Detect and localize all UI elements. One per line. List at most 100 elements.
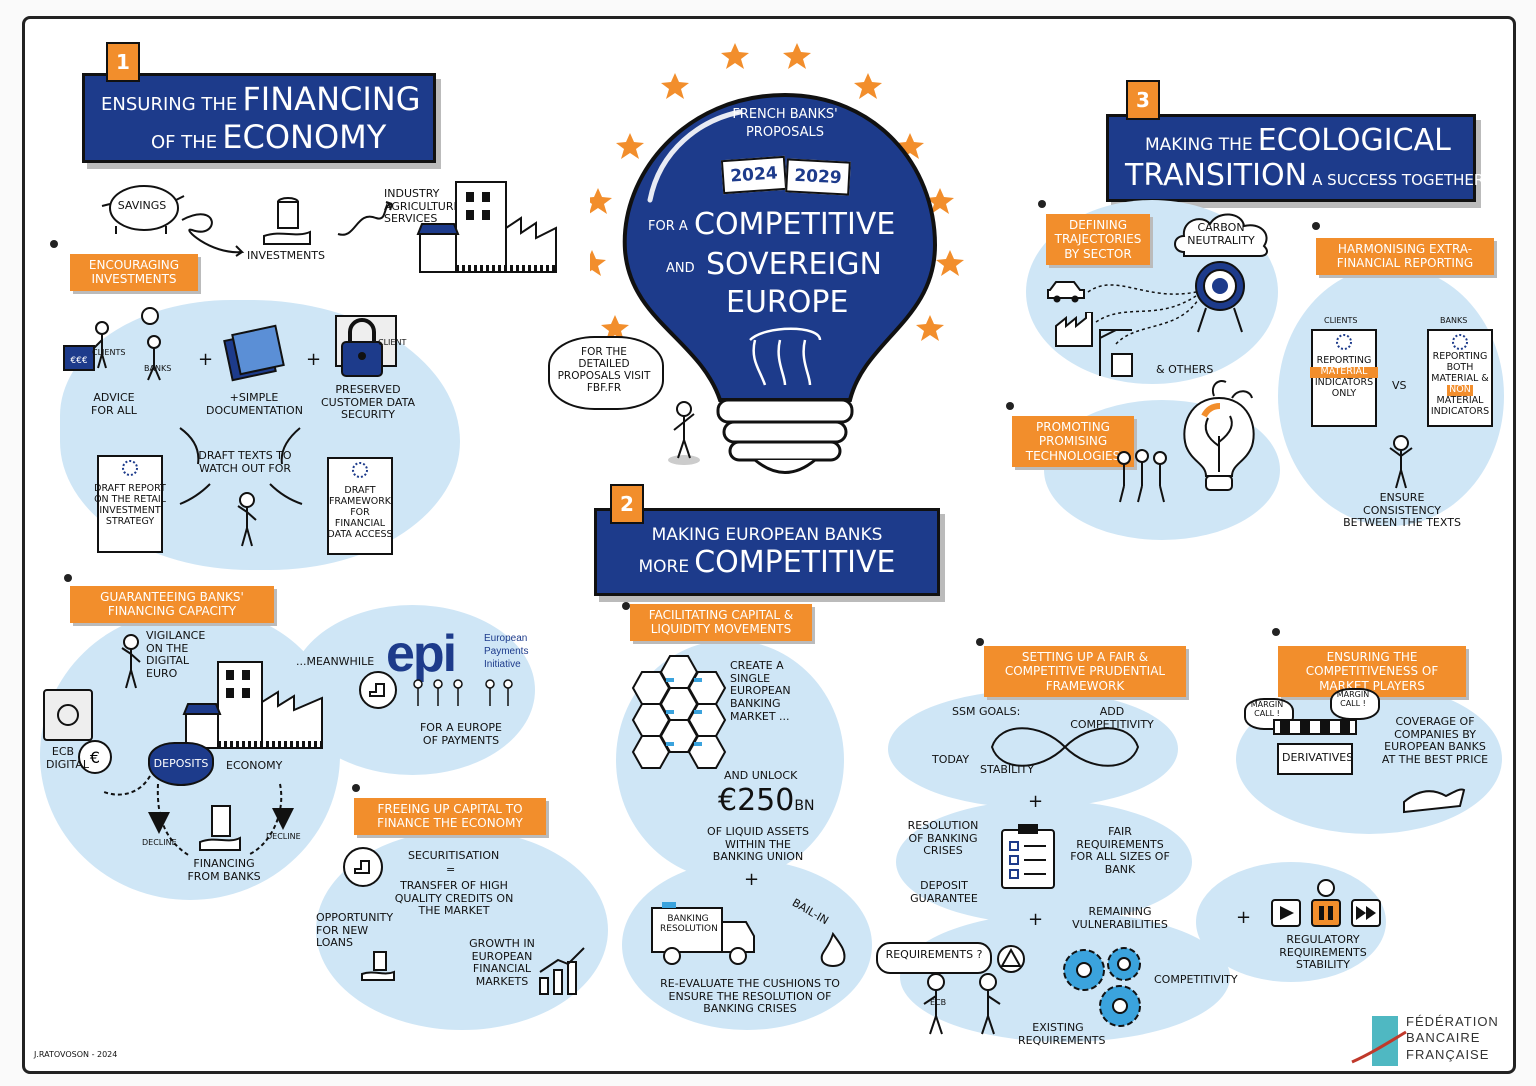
truck-label: Banking resolution [660,914,718,935]
vigilance: Vigilance on the digital euro [146,629,206,680]
left-doc-text: Reporting material indicators only [1310,355,1378,400]
ecb-label: ECB [930,998,947,1007]
financing-from-banks: Financing from banks [187,857,261,883]
calendar-2024: 2024 [720,155,788,195]
left-doc-hl: material [1310,366,1378,378]
coins-hand-icon [199,805,241,851]
s1-title-b: Financing [242,80,421,118]
section1-banner: Ensuring the Financing of the Economy [82,73,436,163]
decline-arrow-icon [148,812,170,834]
warning-icon [997,945,1025,973]
fair-requirements: Fair requirements for all sizes of bank [1070,825,1170,876]
tag-harmonising: Harmonising extra-financial reporting [1316,238,1494,275]
growth: Growth in European financial markets [469,937,535,988]
bulb-sovereign: Sovereign [706,247,882,282]
fbf-l2: Bancaire [1406,1030,1481,1046]
coverage: Coverage of companies by European banks … [1381,715,1489,766]
safe-icon [43,689,93,741]
tag-prudential: Setting up a fair & competitive prudenti… [984,646,1186,698]
requirements-q: Requirements ? [885,948,983,961]
margin-call-2: Margin call ! [1336,690,1370,709]
euro-sign: € [89,747,101,767]
existing-requirements: Existing requirements [1018,1021,1106,1047]
ecb-euro-coin: € [78,740,112,774]
eu-stars-ring [590,43,964,341]
hand-icon [1403,788,1466,814]
checklist-icon [1001,824,1055,889]
plus-p2: + [1028,909,1044,930]
remaining-vulnerabilities: Remaining vulnerabilities [1072,905,1168,931]
resolution-truck-icon [651,902,755,965]
section2-banner: Making European banks more Competitive [594,508,940,596]
piggy-bank-icon [101,185,185,234]
vs: VS [1392,379,1407,392]
draft-report: Draft report on the retail investment st… [94,483,166,527]
visit-note: For the detailed proposals visit fbf.fr [557,346,651,395]
plus-2: + [306,349,322,370]
people-discussion-icon [923,973,1001,1035]
carbon-neutrality: Carbon neutrality [1187,221,1255,247]
create-market: Create a single European banking market … [730,659,791,723]
tag-guaranteeing: Guaranteeing banks' financing capacity [70,586,274,623]
car-icon [1047,281,1085,303]
label-client: Client [378,338,407,347]
decline-1: Decline [142,838,177,847]
section2-number: 2 [610,484,644,524]
lock-icon [335,315,397,377]
ssm-blob [888,690,1178,808]
margin-call-1: Margin call ! [1250,700,1284,719]
media-controls-icon [1271,879,1381,927]
year-start: 2024 [729,163,779,187]
label-banks-3: Banks [1440,316,1468,325]
s1-title-a: Ensuring the [101,94,238,115]
ssm-goals: SSM goals: [952,705,1021,718]
section3-number: 3 [1126,80,1160,120]
label-clients-3: Clients [1324,316,1358,325]
amount-value: €250 [718,783,795,818]
plus-p3: + [1236,907,1252,928]
draft-texts: Draft texts to watch out for [198,449,292,475]
bulb-line1: French banks' [732,107,838,122]
draft-framework: Draft framework for financial data acces… [327,485,393,540]
derivatives: Derivatives [1282,751,1354,764]
bulb-for-a: For a [648,219,688,234]
s3-title-d: a success together [1312,171,1485,189]
growth-chart-icon [539,947,585,995]
left-doc-2: indicators only [1314,376,1374,399]
s2-title-b: more [638,556,690,577]
deposits-bag: Deposits [148,742,214,786]
thumbs-up-clock-icon [343,847,383,887]
hexagon-network-icon [631,655,727,769]
s1-title-c: of the [151,132,218,153]
amount-250: €250Bn [718,783,814,819]
arrows-split-icon [179,427,303,505]
tag-facilitating: Facilitating capital & liquidity movemen… [630,604,812,641]
right-doc-hl: non [1447,383,1473,396]
cloud-icon [1174,213,1268,257]
arrow-icon [181,213,245,257]
s2-title-a: Making European banks [651,524,883,545]
tag-trajectories: Defining trajectories by sector [1046,214,1150,266]
resolution-crises: Resolution of banking crises [907,819,979,858]
advice-scene-icon [63,307,161,381]
s3-title-c: Transition [1125,158,1308,193]
person-icon [1389,435,1413,489]
scroll-document-icon [1427,329,1493,427]
bulb-line2: proposals [745,125,825,140]
opportunity: Opportunity for new loans [316,911,394,950]
epi-logo: epi [386,624,482,688]
and-unlock: And unlock [724,769,798,782]
today: Today [932,753,970,766]
s3-title-a: Making the [1145,135,1253,155]
re-evaluate: Re-evaluate the cushions to ensure the r… [660,977,840,1016]
simple-documentation: +Simple documentation [206,391,303,417]
person-icon [668,401,700,465]
infinity-loop-icon [990,727,1140,767]
epi-logo-text: epi [386,625,457,683]
market-stall-icon [1273,719,1357,775]
credit: J.Ratovoson - 2024 [34,1050,118,1059]
bulb-and: and [666,261,695,276]
eco-bulb-icon [1183,380,1255,491]
s2-title-c: Competitive [694,544,896,580]
fbf-logo-text: Fédération Bancaire Française [1406,1014,1499,1063]
